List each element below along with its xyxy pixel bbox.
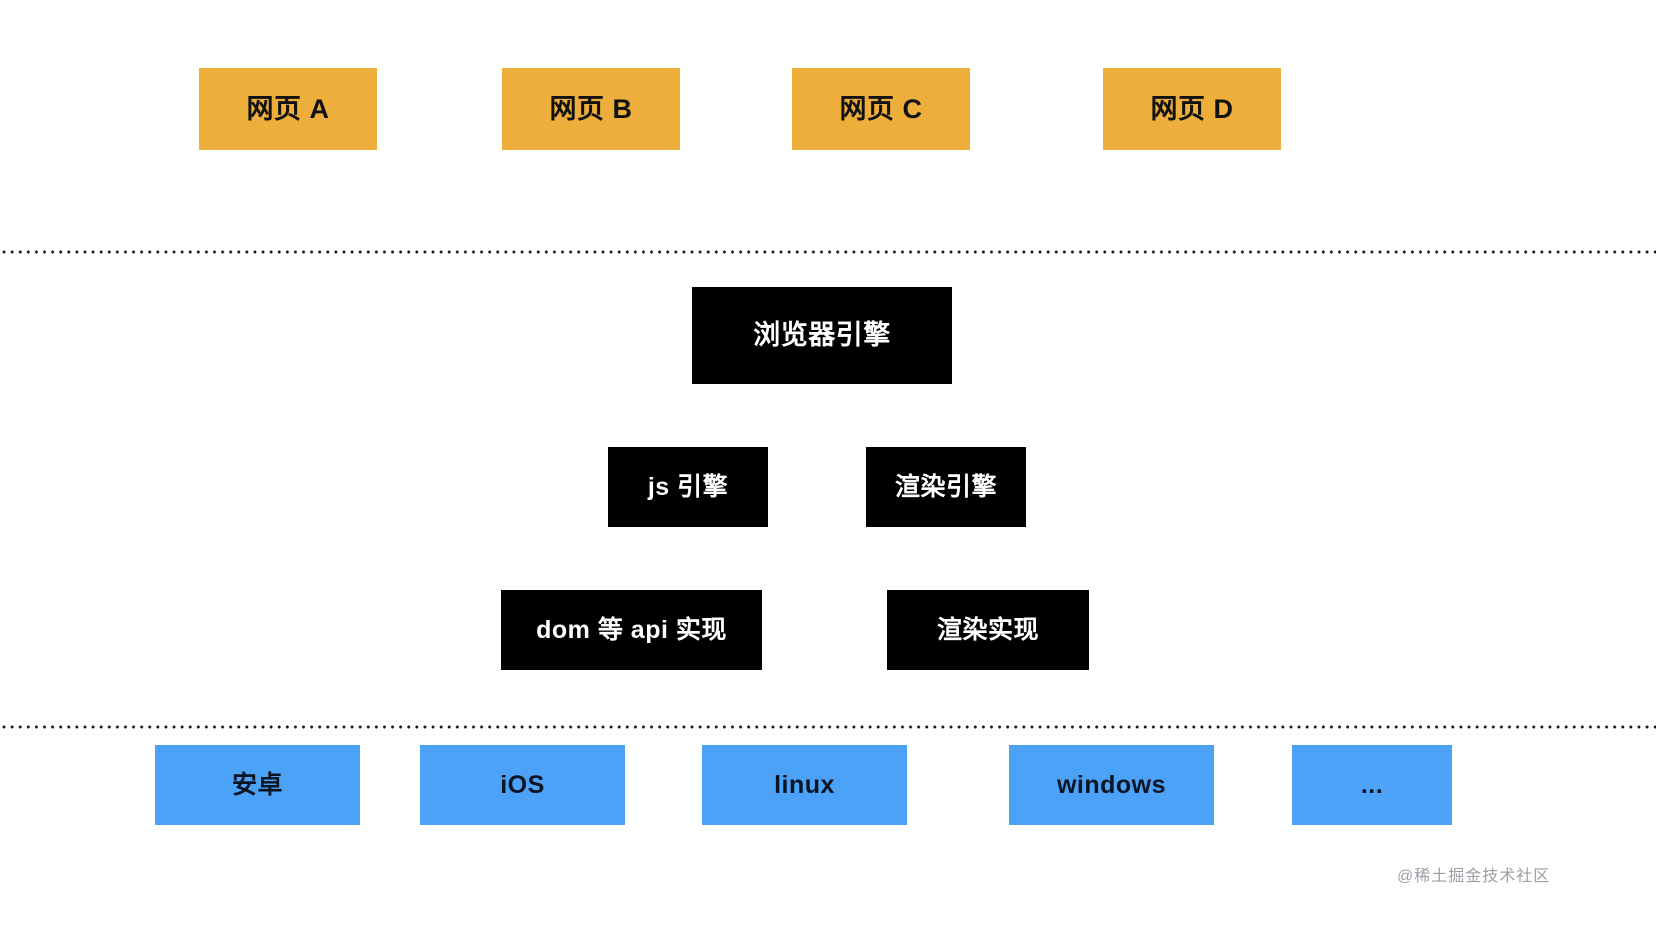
dom-api-impl-label: dom 等 api 实现 bbox=[536, 615, 727, 644]
render-impl-box[interactable]: 渲染实现 bbox=[887, 590, 1089, 670]
web-page-box-a[interactable]: 网页 A bbox=[199, 68, 377, 150]
os-box-android[interactable]: 安卓 bbox=[155, 745, 360, 825]
os-box-linux[interactable]: linux bbox=[702, 745, 907, 825]
web-page-label: 网页 C bbox=[839, 93, 923, 124]
render-engine-label: 渲染引擎 bbox=[894, 472, 997, 501]
js-engine-box[interactable]: js 引擎 bbox=[608, 447, 768, 527]
web-page-label: 网页 A bbox=[246, 93, 330, 124]
web-page-box-c[interactable]: 网页 C bbox=[792, 68, 970, 150]
os-label: linux bbox=[774, 770, 835, 799]
watermark: @稀土掘金技术社区 bbox=[1397, 868, 1551, 885]
divider-above-engine bbox=[0, 250, 1656, 254]
os-box-windows[interactable]: windows bbox=[1009, 745, 1214, 825]
web-page-label: 网页 B bbox=[549, 93, 633, 124]
os-label: windows bbox=[1056, 770, 1167, 799]
os-label: iOS bbox=[500, 770, 545, 799]
os-box-ios[interactable]: iOS bbox=[420, 745, 625, 825]
render-engine-box[interactable]: 渲染引擎 bbox=[866, 447, 1026, 527]
browser-engine-label: 浏览器引擎 bbox=[753, 320, 891, 350]
web-page-label: 网页 D bbox=[1150, 93, 1234, 124]
dom-api-impl-box[interactable]: dom 等 api 实现 bbox=[501, 590, 762, 670]
web-page-box-b[interactable]: 网页 B bbox=[502, 68, 680, 150]
divider-above-os bbox=[0, 725, 1656, 729]
js-engine-label: js 引擎 bbox=[647, 472, 729, 501]
render-impl-label: 渲染实现 bbox=[936, 615, 1039, 644]
web-page-box-d[interactable]: 网页 D bbox=[1103, 68, 1281, 150]
os-label: ... bbox=[1360, 770, 1384, 799]
os-box-more[interactable]: ... bbox=[1292, 745, 1452, 825]
os-label: 安卓 bbox=[231, 770, 283, 799]
browser-engine-box[interactable]: 浏览器引擎 bbox=[692, 287, 952, 384]
